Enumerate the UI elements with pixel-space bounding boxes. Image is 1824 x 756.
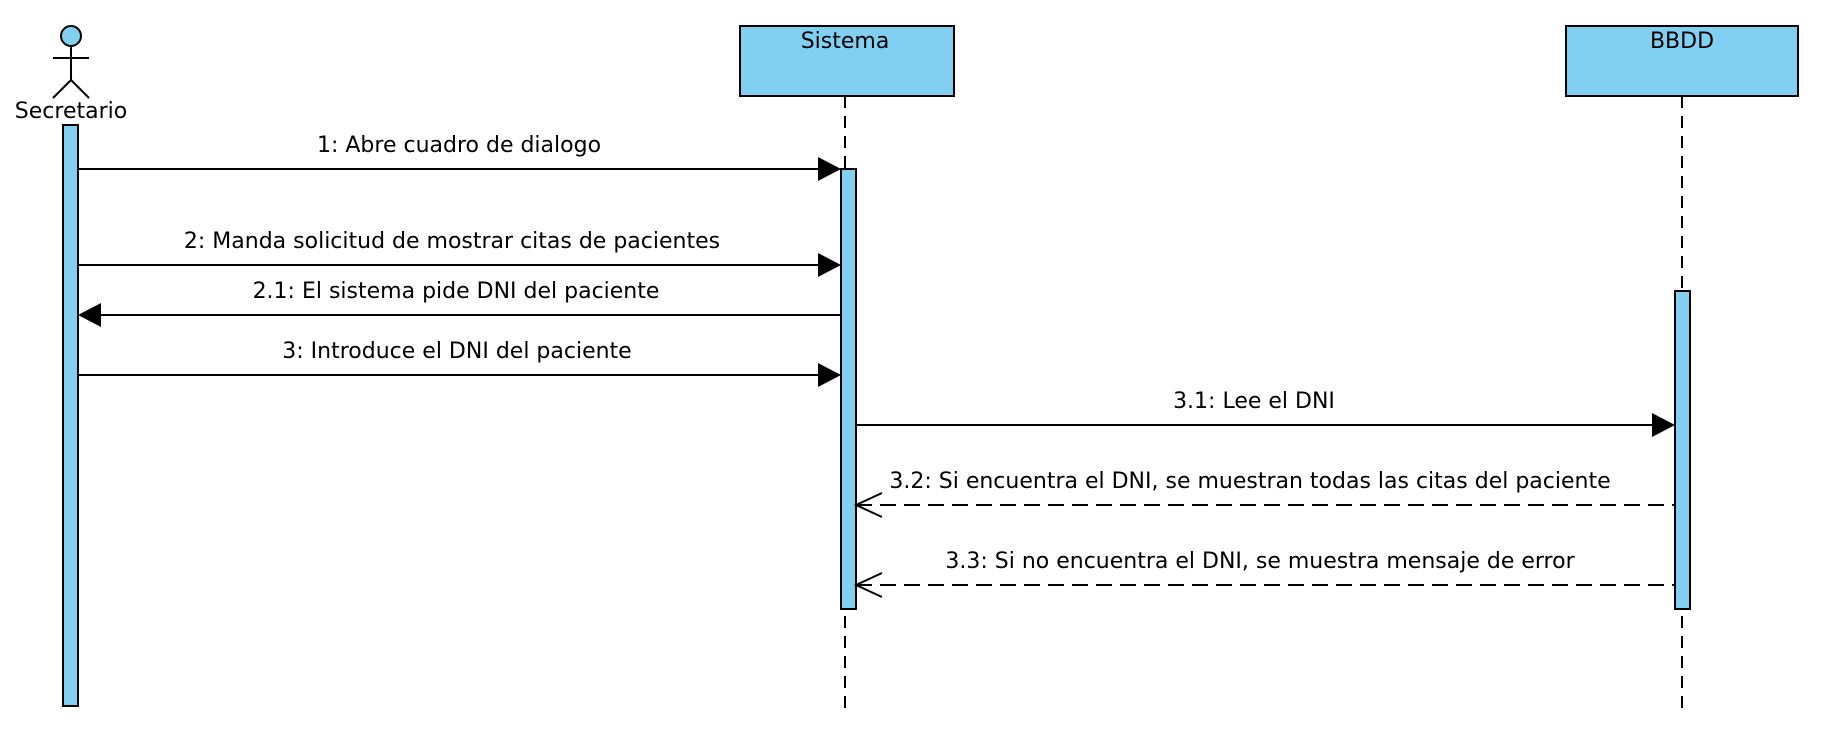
filled-arrowhead-icon [818,157,841,181]
message-3-3[interactable]: 3.3: Si no encuentra el DNI, se muestra … [853,549,1675,598]
participant-sistema-label: Sistema [801,29,890,54]
filled-arrowhead-icon [1652,413,1675,437]
message-3-2[interactable]: 3.2: Si encuentra el DNI, se muestran to… [853,469,1675,518]
filled-arrowhead-icon [818,253,841,277]
message-3-1[interactable]: 3.1: Lee el DNI [856,389,1675,437]
message-3-2-label: 3.2: Si encuentra el DNI, se muestran to… [889,469,1610,494]
message-2-label: 2: Manda solicitud de mostrar citas de p… [184,229,720,254]
filled-arrowhead-icon [78,303,101,327]
activation-secretario [62,124,79,707]
message-2[interactable]: 2: Manda solicitud de mostrar citas de p… [78,229,841,277]
message-3-label: 3: Introduce el DNI del paciente [282,339,631,364]
activation-bbdd [1674,290,1691,610]
participant-sistema[interactable]: Sistema [739,25,955,97]
participant-bbdd[interactable]: BBDD [1565,25,1799,97]
message-1[interactable]: 1: Abre cuadro de dialogo [78,133,841,181]
participant-sistema-box [739,25,955,97]
actor-right-leg [70,79,90,99]
message-3[interactable]: 3: Introduce el DNI del paciente [78,339,841,387]
filled-arrowhead-icon [818,363,841,387]
message-1-label: 1: Abre cuadro de dialogo [317,133,601,158]
message-3-3-label: 3.3: Si no encuentra el DNI, se muestra … [945,549,1575,574]
message-2-1-label: 2.1: El sistema pide DNI del paciente [253,279,660,304]
open-arrowhead-icon [853,572,883,598]
actor-secretario[interactable]: Secretario [15,25,127,124]
participant-bbdd-label: BBDD [1650,29,1714,54]
participant-bbdd-box [1565,25,1799,97]
activation-sistema [840,168,857,610]
actor-label: Secretario [15,99,127,124]
actor-head-icon [60,25,82,47]
actor-left-leg [52,79,72,99]
message-2-1[interactable]: 2.1: El sistema pide DNI del paciente [78,279,841,327]
message-3-1-label: 3.1: Lee el DNI [1173,389,1335,414]
open-arrowhead-icon [853,492,883,518]
